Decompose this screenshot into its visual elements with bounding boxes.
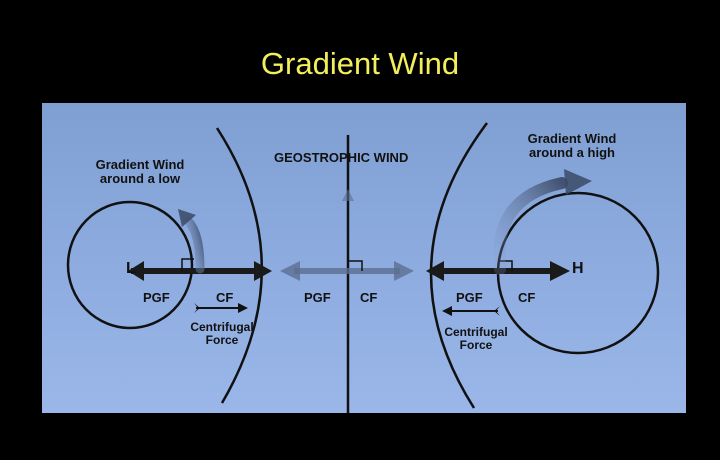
left-force-line2: Force bbox=[205, 333, 239, 348]
low-pressure-circle bbox=[66, 200, 194, 330]
left-centrifugal-arrow bbox=[194, 303, 248, 313]
middle-cf-arrowhead bbox=[394, 261, 414, 281]
gradient-wind-diagram bbox=[66, 122, 660, 413]
left-caption-line1: Gradient Wind bbox=[95, 157, 185, 172]
right-isobar bbox=[429, 122, 489, 409]
diagram-panel: Gradient Wind around a low L PGF CF Cent… bbox=[42, 103, 686, 413]
high-center-marker: H bbox=[572, 260, 584, 277]
middle-caption: GEOSTROPHIC WIND bbox=[274, 150, 409, 165]
middle-pgf-label: PGF bbox=[304, 290, 331, 305]
right-cf-label: CF bbox=[518, 290, 536, 305]
left-pgf-arrowhead bbox=[128, 261, 144, 281]
right-centrifugal-arrow bbox=[442, 306, 500, 316]
left-wind-arrowhead bbox=[178, 209, 196, 227]
left-cf-label: CF bbox=[216, 290, 234, 305]
low-center-marker: L bbox=[126, 260, 136, 277]
slide-title: Gradient Wind bbox=[260, 46, 460, 81]
middle-pgf-arrowhead bbox=[280, 261, 300, 281]
left-isobar bbox=[215, 127, 263, 404]
right-wind-arrowhead bbox=[564, 169, 592, 195]
right-force-caption: Centrifugal Force bbox=[428, 325, 524, 353]
right-force-line2: Force bbox=[459, 338, 493, 353]
middle-right-angle-mark bbox=[348, 260, 363, 271]
middle-wind-arrowhead bbox=[342, 189, 354, 201]
left-wind-curve bbox=[183, 216, 205, 274]
left-force-caption: Centrifugal Force bbox=[174, 320, 270, 348]
right-caption-line1: Gradient Wind bbox=[527, 131, 617, 146]
right-caption-line2: around a high bbox=[529, 145, 615, 161]
left-caption: Gradient Wind around a low bbox=[80, 157, 200, 187]
left-caption-line2: around a low bbox=[99, 171, 181, 187]
left-force-line1: Centrifugal bbox=[190, 320, 254, 334]
right-force-line1: Centrifugal bbox=[444, 325, 508, 339]
right-pgf-label: PGF bbox=[456, 290, 483, 305]
left-right-angle-mark bbox=[181, 258, 194, 271]
right-cf-arrowhead bbox=[550, 261, 570, 281]
left-pgf-label: PGF bbox=[143, 290, 170, 305]
right-wind-curve bbox=[493, 177, 568, 275]
right-pgf-arrowhead bbox=[426, 261, 444, 281]
left-cf-arrowhead bbox=[254, 261, 272, 281]
middle-cf-label: CF bbox=[360, 290, 378, 305]
right-caption: Gradient Wind around a high bbox=[508, 131, 636, 161]
